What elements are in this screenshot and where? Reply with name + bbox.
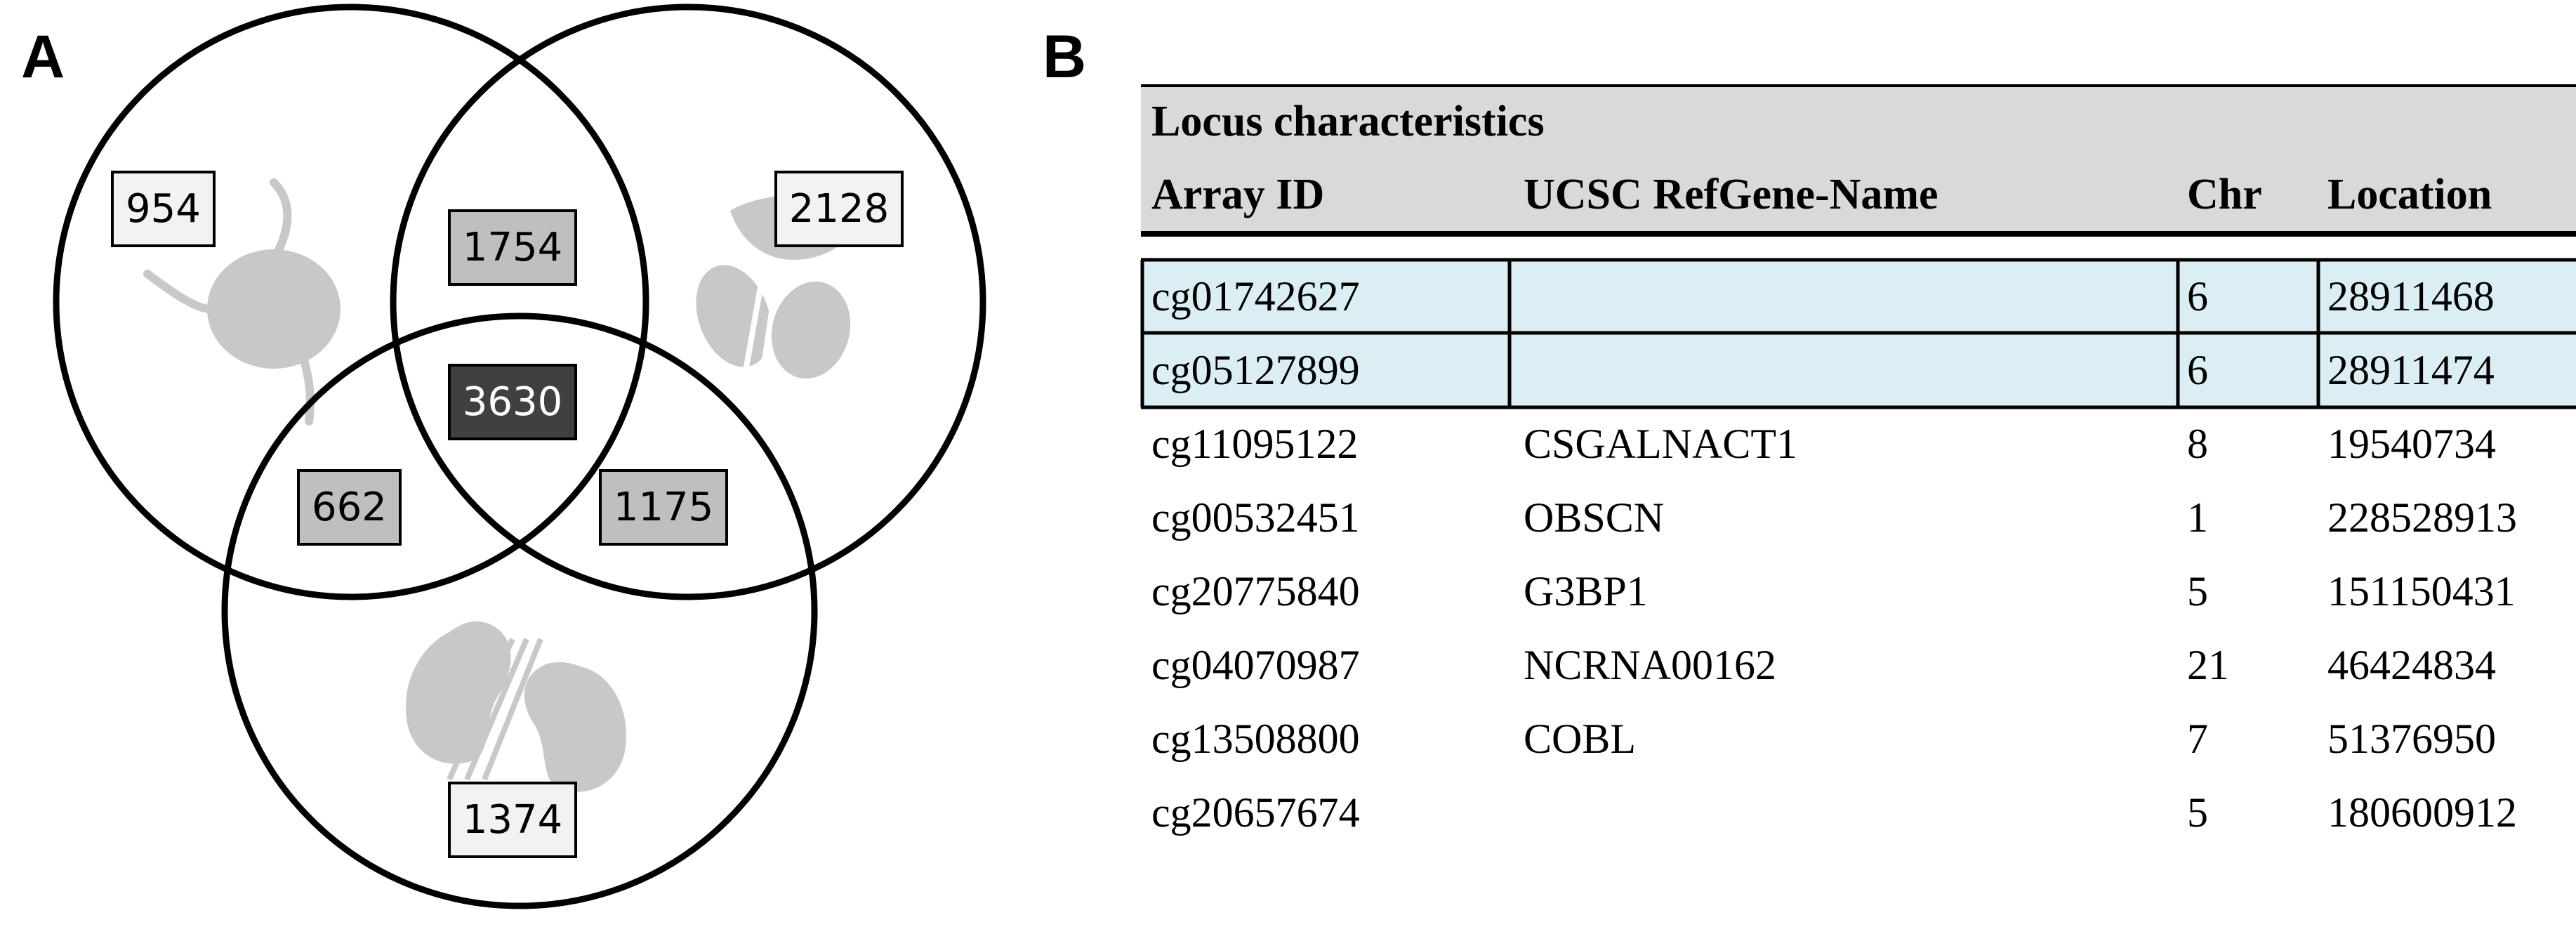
region-box-only-top-left: 954 — [111, 171, 216, 247]
table-row: cg20775840 G3BP1 5 151150431 — [1151, 568, 2516, 614]
cell-chr: 6 — [2187, 347, 2208, 393]
circle-top-right — [390, 4, 986, 600]
table-row: cg05127899 6 28911474 — [1151, 347, 2495, 393]
cell-array-id: cg00532451 — [1151, 494, 1360, 541]
count-all-three: 3630 — [463, 379, 563, 425]
column-header-array-id: Array ID — [1151, 171, 1324, 218]
column-header-chr: Chr — [2187, 171, 2262, 218]
table-title: Locus characteristics — [1151, 98, 1545, 145]
table-row: cg01742627 6 28911468 — [1151, 273, 2495, 320]
region-box-only-bottom: 1374 — [448, 782, 577, 858]
count-only-top-right: 2128 — [789, 186, 890, 232]
column-header-location: Location — [2327, 171, 2492, 218]
cell-array-id: cg04070987 — [1151, 642, 1360, 688]
cell-chr: 8 — [2187, 421, 2208, 467]
region-box-top-pair: 1754 — [448, 209, 577, 286]
count-only-bottom: 1374 — [463, 797, 563, 843]
count-top-left-bottom: 662 — [312, 485, 387, 530]
cell-chr: 6 — [2187, 273, 2208, 320]
cell-location: 28911474 — [2327, 347, 2495, 393]
cell-chr: 7 — [2187, 716, 2208, 762]
cell-gene: COBL — [1524, 716, 1636, 762]
cell-array-id: cg01742627 — [1151, 273, 1360, 320]
count-top-left-top-right: 1754 — [463, 225, 563, 270]
cell-location: 19540734 — [2327, 421, 2496, 467]
circle-bottom — [221, 313, 818, 909]
cell-array-id: cg05127899 — [1151, 347, 1360, 393]
cell-location: 228528913 — [2327, 494, 2517, 541]
cell-array-id: cg20775840 — [1151, 568, 1360, 614]
venn-diagram: 954 2128 1374 1754 662 1175 3630 — [53, 4, 986, 909]
count-top-right-bottom: 1175 — [614, 485, 714, 530]
highlighted-rows — [1140, 258, 2576, 409]
panel-b-label: B — [1043, 23, 1086, 91]
cell-array-id: cg11095122 — [1151, 421, 1358, 467]
cell-array-id: cg20657674 — [1151, 789, 1360, 836]
column-header-gene: UCSC RefGene-Name — [1524, 171, 1938, 218]
table-row: cg04070987 NCRNA00162 21 46424834 — [1151, 642, 2496, 688]
count-only-top-left: 954 — [126, 186, 201, 232]
region-box-left-pair: 662 — [297, 469, 402, 546]
region-box-only-top-right: 2128 — [774, 171, 904, 247]
table-row: cg20657674 5 180600912 — [1151, 789, 2517, 836]
locus-table: Locus characteristics Array ID UCSC RefG… — [1140, 84, 2576, 836]
table-row: cg00532451 OBSCN 1 228528913 — [1151, 494, 2517, 541]
cell-location: 180600912 — [2327, 789, 2517, 836]
table-row: cg13508800 COBL 7 51376950 — [1151, 716, 2496, 762]
table-row: cg11095122 CSGALNACT1 8 19540734 — [1151, 421, 2496, 467]
cell-location: 28911468 — [2327, 273, 2495, 320]
cell-gene: G3BP1 — [1524, 568, 1648, 614]
cell-chr: 21 — [2187, 642, 2229, 688]
region-box-right-pair: 1175 — [599, 469, 728, 546]
cell-chr: 1 — [2187, 494, 2208, 541]
cell-gene: OBSCN — [1524, 494, 1664, 541]
cell-location: 151150431 — [2327, 568, 2516, 614]
cell-array-id: cg13508800 — [1151, 716, 1360, 762]
bladder-icon — [143, 178, 341, 426]
cell-chr: 5 — [2187, 789, 2208, 836]
panel-a-label: A — [21, 23, 65, 91]
table-header-background — [1141, 86, 2576, 232]
cell-chr: 5 — [2187, 568, 2208, 614]
cell-gene: CSGALNACT1 — [1524, 421, 1797, 467]
region-box-center: 3630 — [448, 364, 577, 440]
circle-top-left — [53, 4, 649, 600]
cell-location: 46424834 — [2327, 642, 2496, 688]
cell-gene: NCRNA00162 — [1524, 642, 1776, 688]
cell-location: 51376950 — [2327, 716, 2496, 762]
kidney-icon — [406, 621, 626, 792]
